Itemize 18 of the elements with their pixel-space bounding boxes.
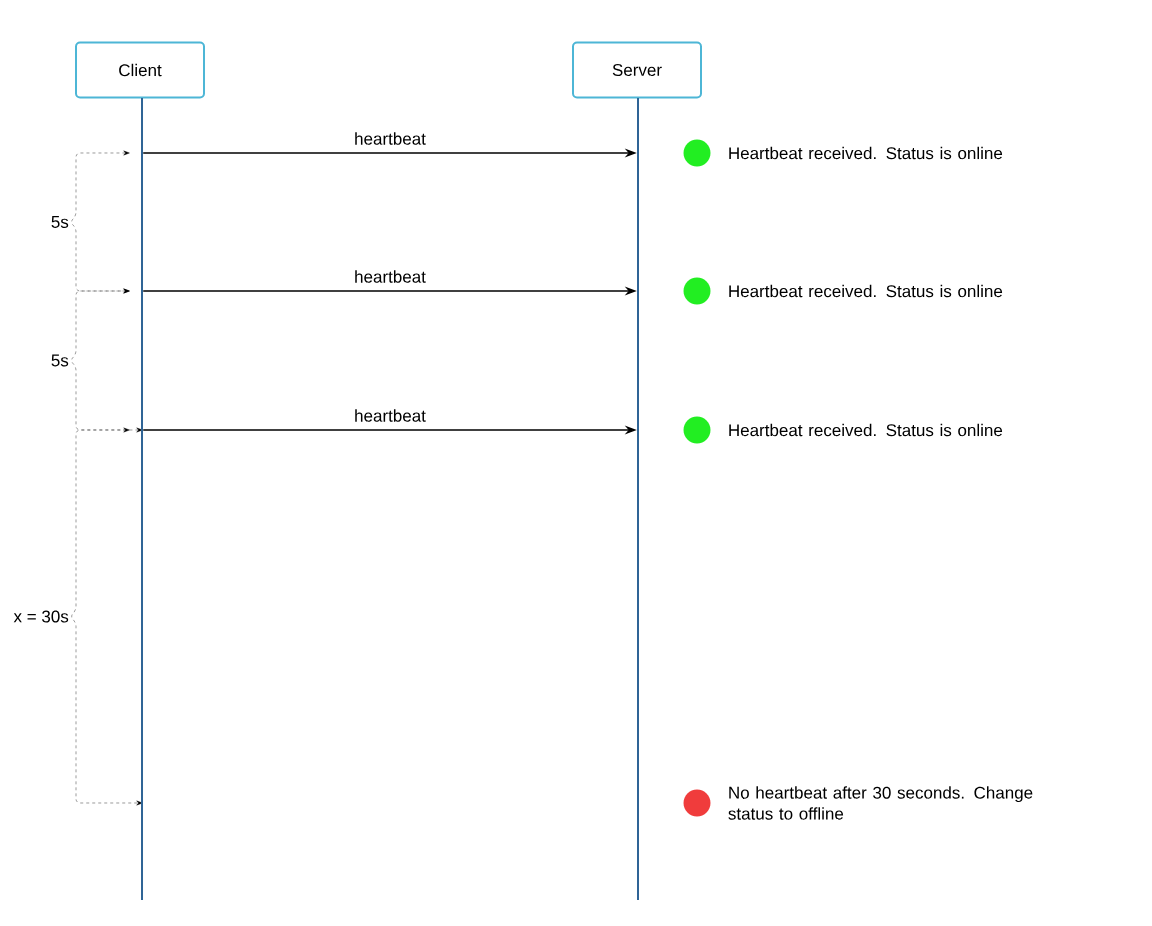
lifeline-header-box: Server — [572, 41, 702, 99]
status-text: No heartbeat after 30 seconds. Change status to offline — [728, 786, 1033, 820]
dimension-label: 5s — [51, 354, 69, 367]
status-dot — [683, 139, 711, 167]
edge-label: heartbeat — [355, 132, 426, 145]
status-dot — [683, 277, 711, 305]
status-text: Heartbeat received. Status is online — [729, 146, 1003, 160]
edge-label: heartbeat — [355, 270, 426, 283]
lifeline-header-box: Client — [75, 41, 205, 99]
dimension-label: x = 30s — [13, 610, 69, 623]
status-dot — [683, 789, 711, 817]
lifeline — [141, 98, 143, 900]
dimension-label: 5s — [51, 216, 69, 228]
edge-label: heartbeat — [355, 409, 426, 422]
lifeline — [637, 98, 639, 900]
status-dot — [683, 416, 711, 444]
status-text: Heartbeat received. Status is online — [729, 423, 1003, 437]
status-text: Heartbeat received. Status is online — [729, 284, 1003, 298]
